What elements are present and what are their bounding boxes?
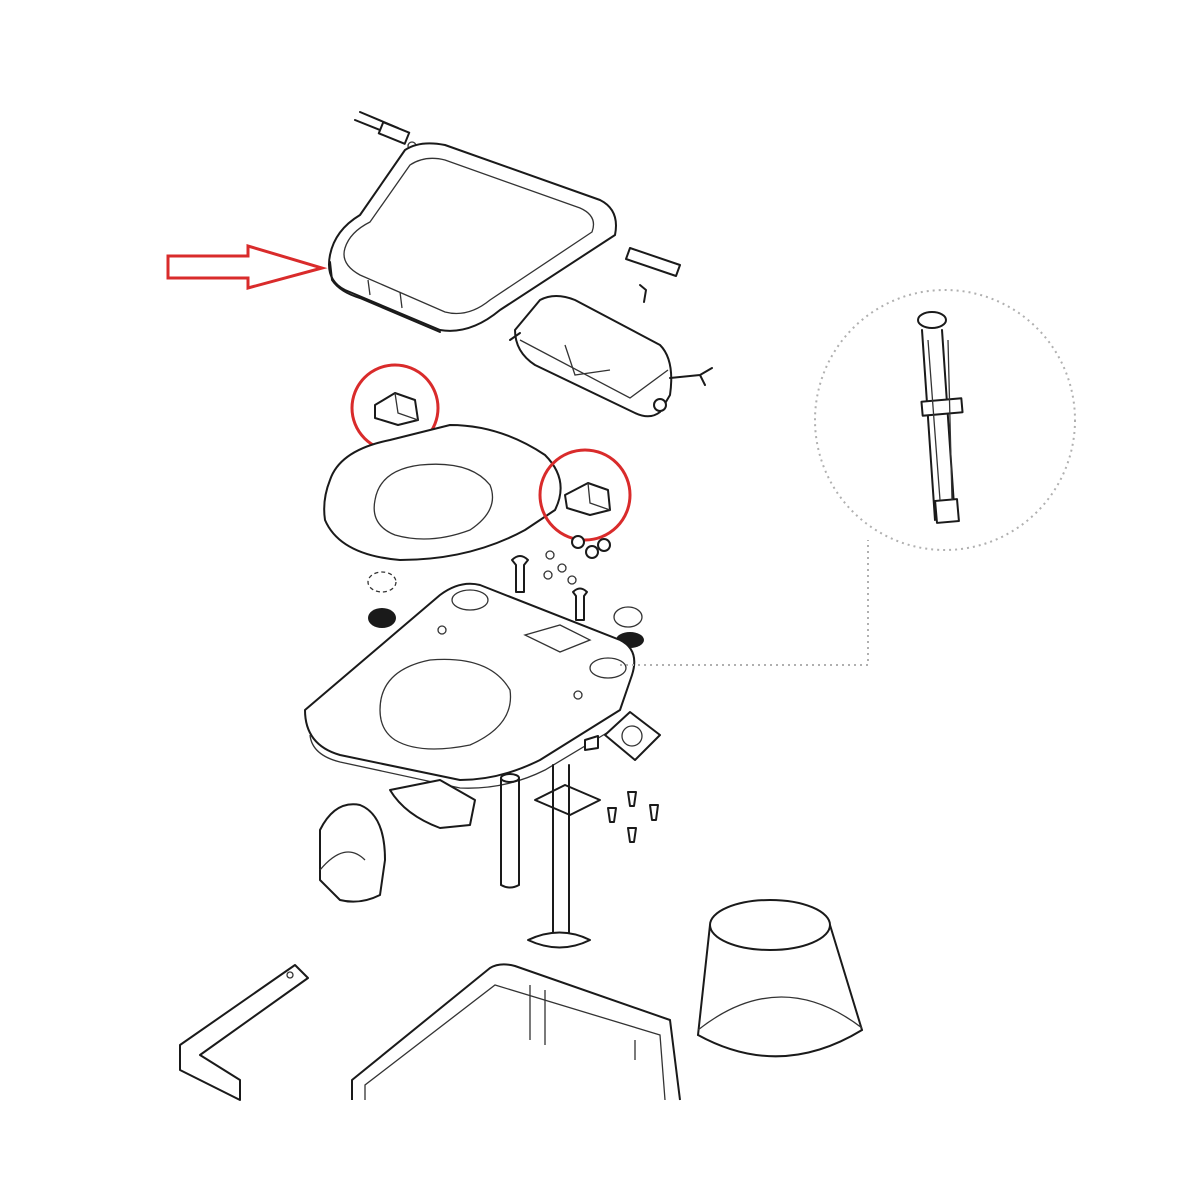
fasteners: [367, 535, 644, 648]
lid: [328, 142, 617, 333]
gasket-plate: [584, 711, 661, 843]
toilet-seat: [323, 424, 562, 561]
drain-rod: [500, 773, 520, 889]
valve-handle: [319, 803, 386, 903]
detail-circle: [814, 289, 1076, 551]
hinge-cover-left: [374, 392, 419, 426]
pump-piston: [917, 311, 964, 524]
bracket: [179, 964, 309, 1101]
hinge-cover-right: [564, 482, 611, 516]
holding-cup: [697, 899, 863, 1058]
hinge-pin-right: [625, 247, 681, 303]
hinge-pin-top: [354, 111, 417, 151]
pump-cover: [509, 295, 713, 418]
highlight-circle-right: [538, 448, 632, 542]
upper-tank: [304, 582, 636, 829]
pump-shaft: [527, 764, 601, 949]
detail-leader-line: [620, 540, 869, 666]
lower-tank: [351, 963, 681, 1101]
highlight-arrow-icon: [166, 243, 328, 290]
